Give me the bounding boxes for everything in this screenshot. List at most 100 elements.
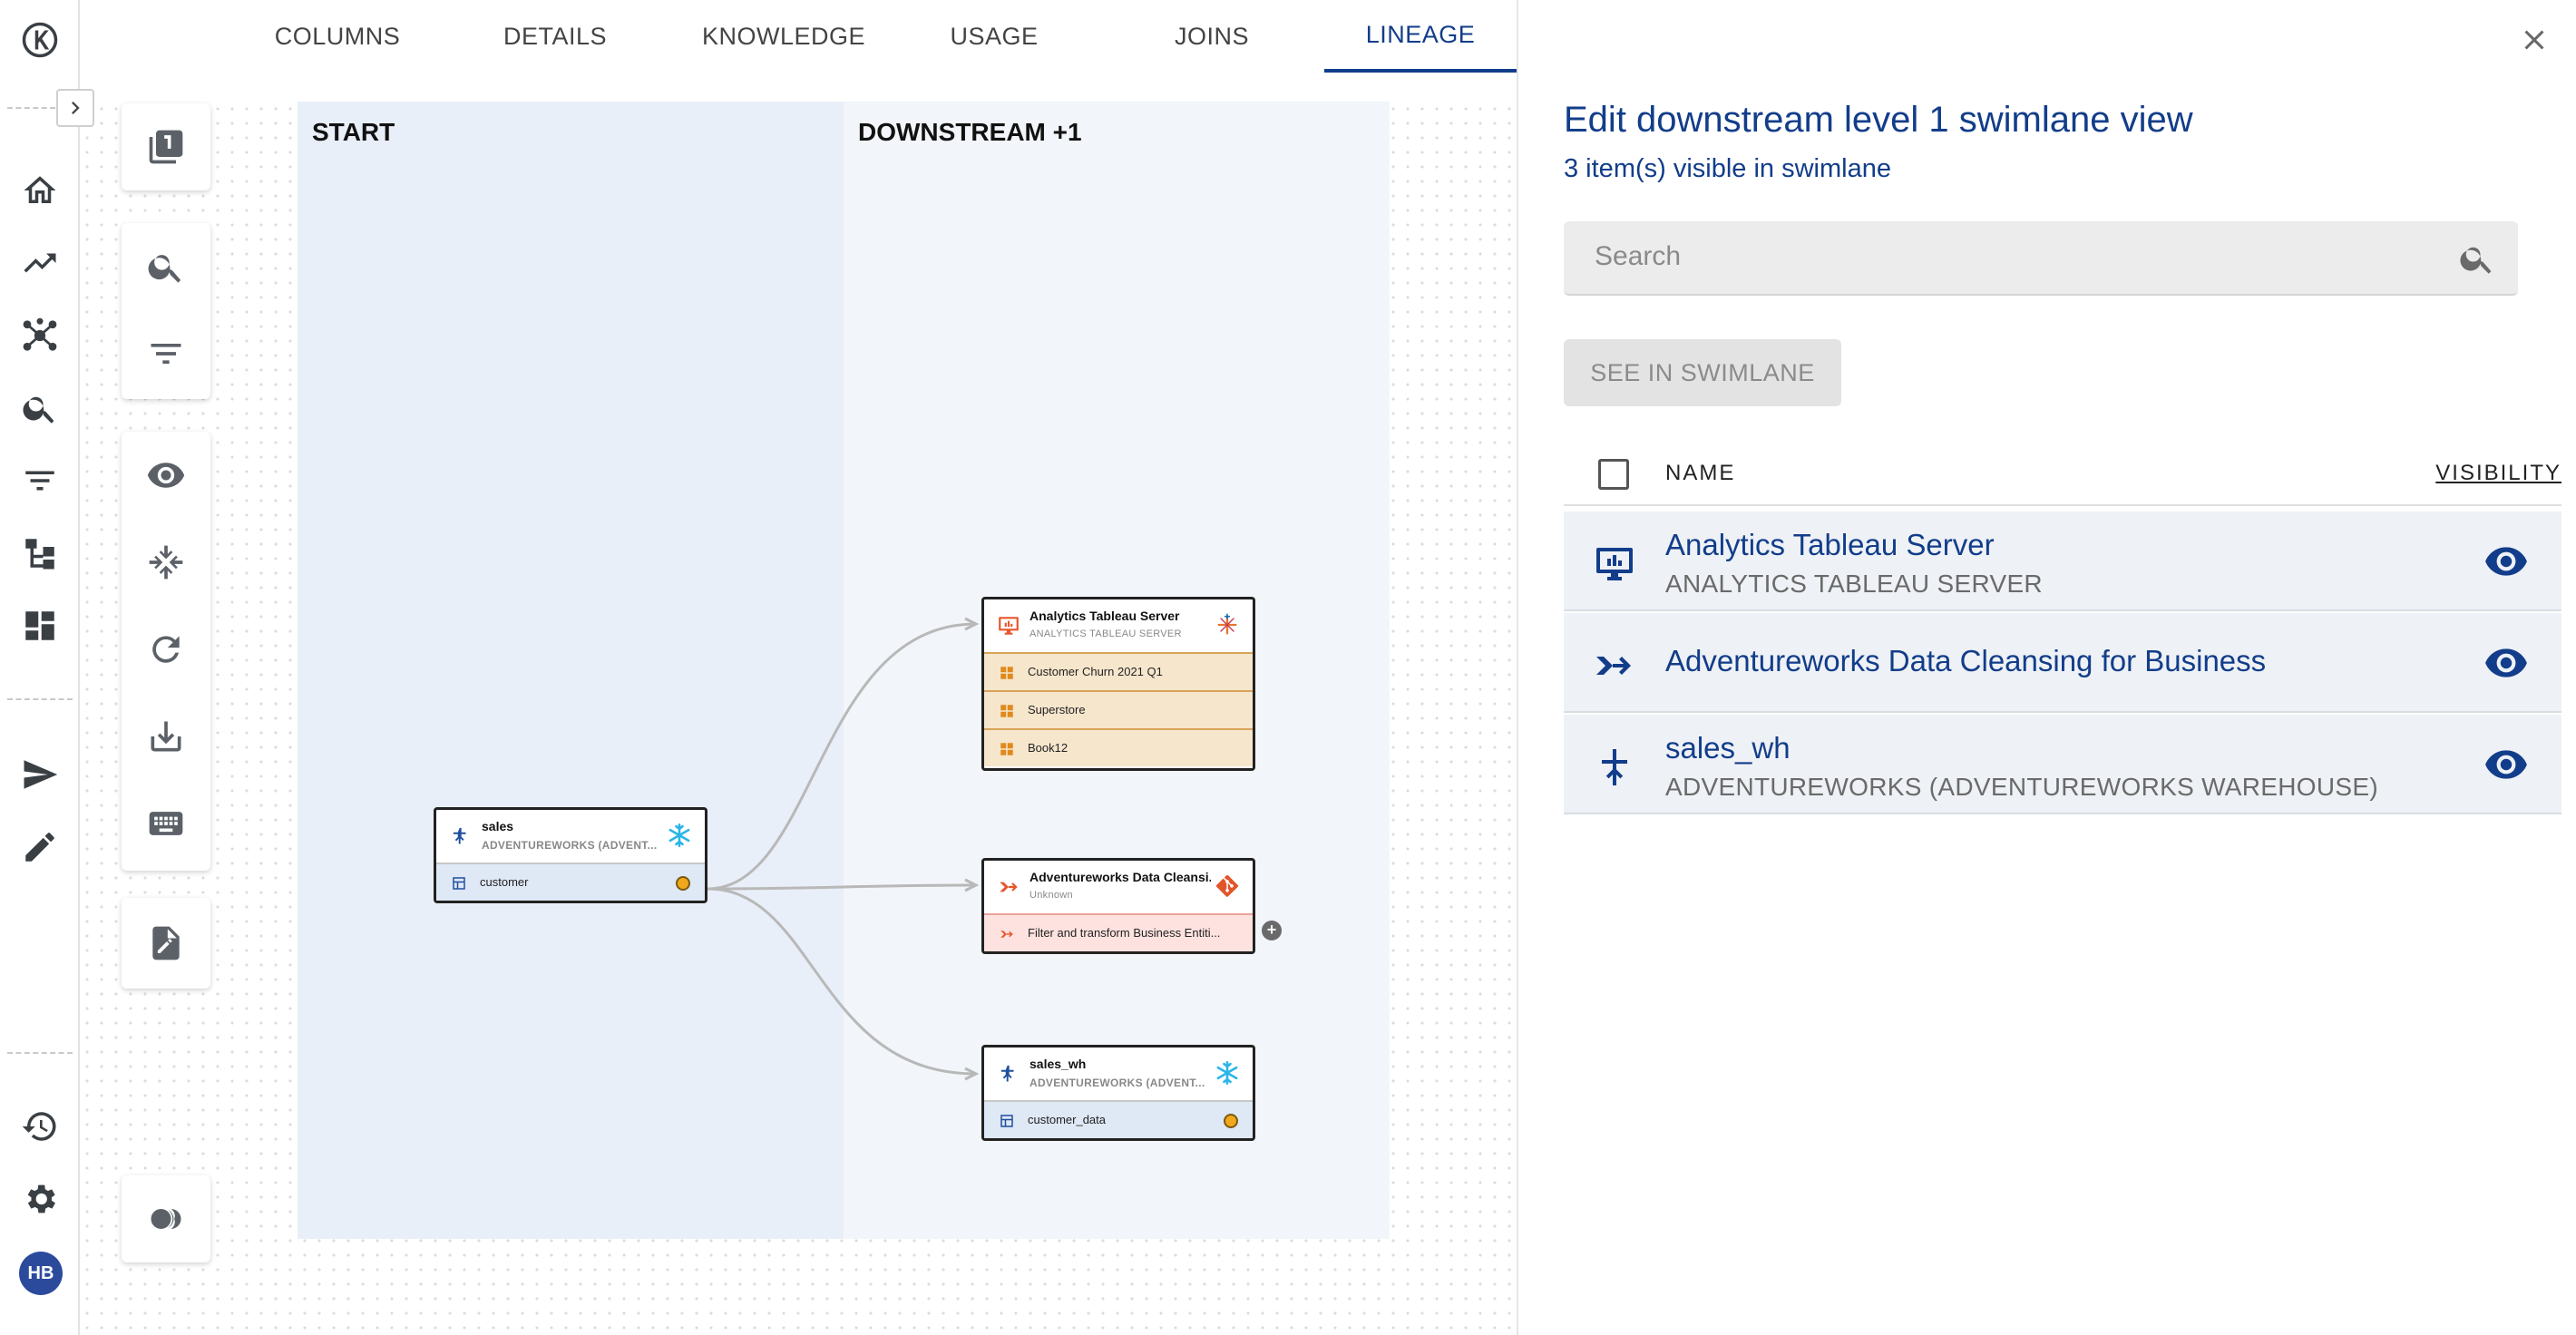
swimlane-start [298,102,844,1239]
node-row-label: Book12 [1028,741,1068,755]
monitor-icon [999,617,1019,635]
visibility-toggle[interactable] [2483,742,2529,787]
tab-joins[interactable]: JOINS [1174,22,1249,50]
snowflake-icon [1216,1061,1238,1085]
column-header-visibility[interactable]: VISIBILITY [2435,461,2561,485]
table-icon [453,877,465,890]
layers-count-badge: 1 [181,134,190,150]
status-dot [1224,1114,1238,1128]
visibility-toggle[interactable] [2483,539,2529,584]
tab-lineage[interactable]: LINEAGE [1324,0,1517,73]
item-subtitle: ADVENTUREWORKS (ADVENTUREWORKS WAREHOUSE… [1665,773,2378,801]
table-icon [1000,1115,1013,1127]
node-row[interactable]: Book12 [984,728,1253,766]
node-row-label: Customer Churn 2021 Q1 [1028,665,1163,678]
search-icon[interactable] [2458,239,2496,278]
dashboard-icon [1000,705,1013,717]
node-title: sales [482,819,514,833]
eye-icon [2485,750,2527,779]
schema-icon [1000,1065,1014,1082]
filter-icon[interactable] [18,459,62,502]
collapse-icon[interactable] [122,519,210,606]
search-box [1564,221,2518,296]
panel-title: Edit downstream level 1 swimlane view [1564,100,2193,140]
merge-arrow-icon [1000,882,1018,892]
trending-icon[interactable] [18,241,62,285]
tab-knowledge[interactable]: KNOWLEDGE [701,22,866,50]
dashboard-icon [1000,667,1013,679]
toggle-icon[interactable] [122,1175,210,1262]
node-subtitle: ADVENTUREWORKS (ADVENT... [482,839,658,852]
tab-columns[interactable]: COLUMNS [274,22,401,50]
search-icon[interactable] [122,223,210,310]
node-row[interactable]: Customer Churn 2021 Q1 [984,652,1253,690]
node-row-label: customer [480,875,529,889]
edit-icon[interactable] [18,825,62,869]
node-title: Adventureworks Data Cleansi... [1029,870,1211,884]
visibility-toggle[interactable] [2483,640,2529,686]
item-name: Adventureworks Data Cleansing for Busine… [1665,644,2267,677]
see-in-swimlane-button[interactable]: SEE IN SWIMLANE [1564,339,1841,406]
node-subtitle: ANALYTICS TABLEAU SERVER [1029,629,1182,639]
node-title: sales_wh [1029,1057,1087,1071]
node-row[interactable]: customer [436,862,705,901]
swimlane-title-downstream[interactable]: DOWNSTREAM +1 [858,118,1082,146]
list-item[interactable]: sales_wh ADVENTUREWORKS (ADVENTUREWORKS … [1564,715,2561,814]
rail-divider [7,107,73,109]
node-row-label: customer_data [1028,1113,1106,1126]
list-item[interactable]: Analytics Tableau Server ANALYTICS TABLE… [1564,512,2561,611]
schema-icon [453,827,466,844]
swimlane-edit-panel: Edit downstream level 1 swimlane view 3 … [1517,0,2576,1335]
filter-icon[interactable] [122,310,210,397]
dashboard-icon[interactable] [18,604,62,648]
keyboard-icon[interactable] [122,780,210,867]
settings-icon[interactable] [18,1177,62,1221]
schema-icon [1593,745,1636,789]
node-subtitle: Unknown [1029,890,1073,901]
history-icon[interactable] [18,1105,62,1148]
graph-icon[interactable] [18,314,62,357]
toolbar-group-search [122,223,210,399]
tab-details[interactable]: DETAILS [503,22,608,50]
search-icon[interactable] [18,386,62,430]
logo-icon[interactable] [18,18,62,62]
toolbar-group-note [122,898,210,989]
rail-divider [7,1052,73,1054]
item-name: sales_wh [1665,731,1791,765]
swimlane-title-start: START [312,118,395,146]
avatar[interactable]: HB [19,1252,63,1295]
send-icon[interactable] [18,753,62,796]
eye-icon[interactable] [122,432,210,519]
home-icon[interactable] [18,169,62,212]
refresh-icon[interactable] [122,606,210,693]
download-icon[interactable] [122,693,210,780]
expand-rail-button[interactable] [56,89,94,127]
hierarchy-icon[interactable] [18,531,62,575]
node-row[interactable]: Superstore [984,690,1253,728]
node-sales-wh[interactable]: sales_wh ADVENTUREWORKS (ADVENT... custo… [981,1045,1255,1141]
status-dot [676,876,690,891]
tab-usage[interactable]: USAGE [950,22,1039,50]
node-sales[interactable]: sales ADVENTUREWORKS (ADVENT... customer [434,807,707,903]
node-subtitle: ADVENTUREWORKS (ADVENT... [1029,1077,1205,1089]
node-title: Analytics Tableau Server [1029,609,1180,623]
note-icon[interactable] [122,900,210,987]
search-input[interactable] [1564,221,2435,292]
close-button[interactable] [2514,20,2554,60]
node-row[interactable]: customer_data [984,1100,1253,1138]
close-icon [2524,30,2544,50]
panel-subtitle: 3 item(s) visible in swimlane [1564,154,1891,183]
expand-node-button[interactable]: + [1262,921,1282,940]
layers-icon[interactable] [122,103,210,190]
item-name: Analytics Tableau Server [1665,528,1995,561]
node-row-label: Filter and transform Business Entiti... [1028,926,1221,940]
list-item[interactable]: Adventureworks Data Cleansing for Busine… [1564,613,2561,713]
snowflake-icon [668,823,690,847]
node-analytics-tableau-server[interactable]: Analytics Tableau Server ANALYTICS TABLE… [981,597,1255,771]
tableau-icon [1217,613,1237,635]
select-all-checkbox[interactable] [1598,459,1629,490]
node-adventureworks-data-cleansing[interactable]: Adventureworks Data Cleansi... Unknown F… [981,858,1255,954]
node-row[interactable]: Filter and transform Business Entiti... [984,913,1253,951]
list-header: NAME VISIBILITY [1564,439,2561,506]
nav-rail: HB [0,0,80,1335]
